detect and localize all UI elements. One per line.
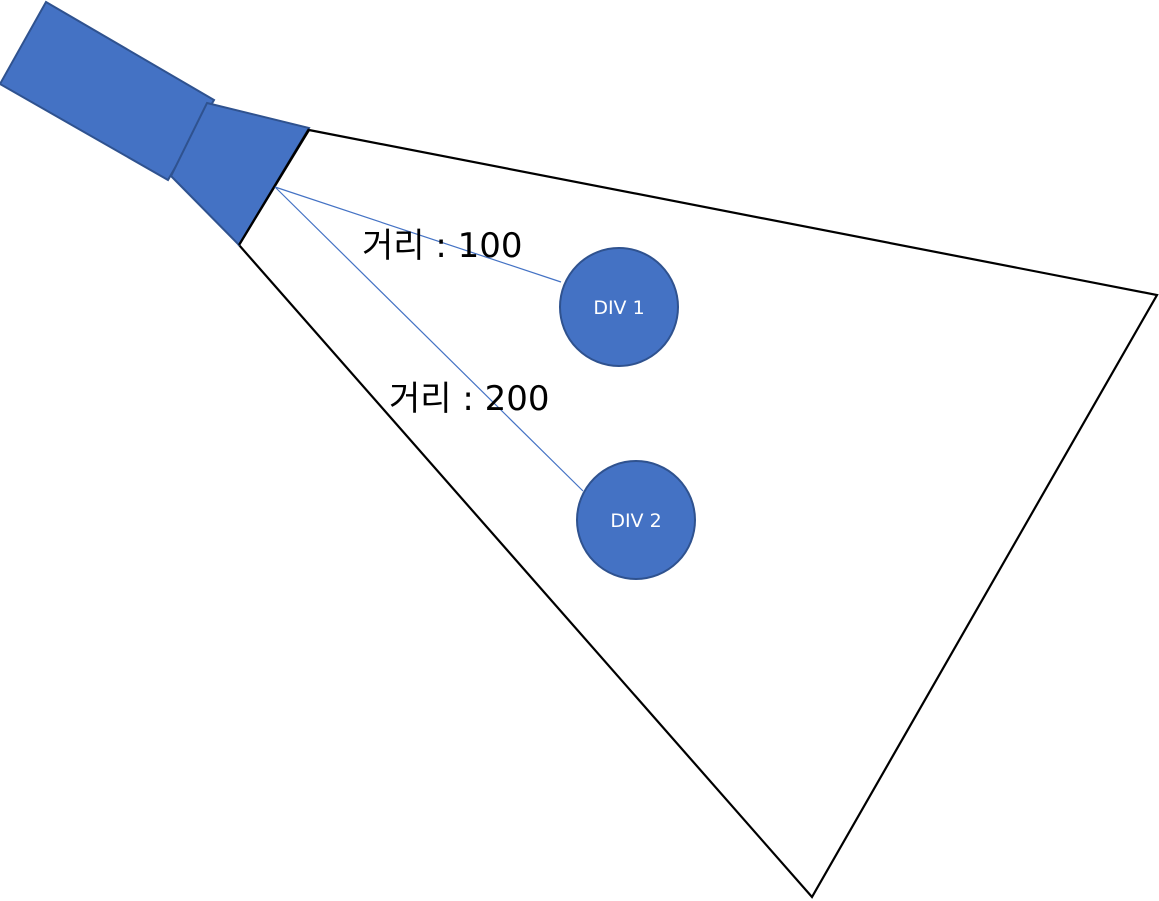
distance-label-2: 거리 : 200 (389, 379, 550, 419)
div-node-2-label: DIV 2 (610, 510, 661, 532)
camera-icon (0, 0, 311, 247)
distance-label-1: 거리 : 100 (362, 226, 523, 266)
div-node-1-label: DIV 1 (593, 297, 644, 319)
div-node-2: DIV 2 (576, 460, 696, 580)
camera-lens-edge (238, 128, 310, 246)
div-node-1: DIV 1 (559, 247, 679, 367)
div-node-1-circle (559, 247, 679, 367)
distance-line-1 (274, 186, 562, 283)
distance-line-2 (274, 186, 584, 492)
div-node-2-circle (576, 460, 696, 580)
camera-body (0, 0, 216, 182)
